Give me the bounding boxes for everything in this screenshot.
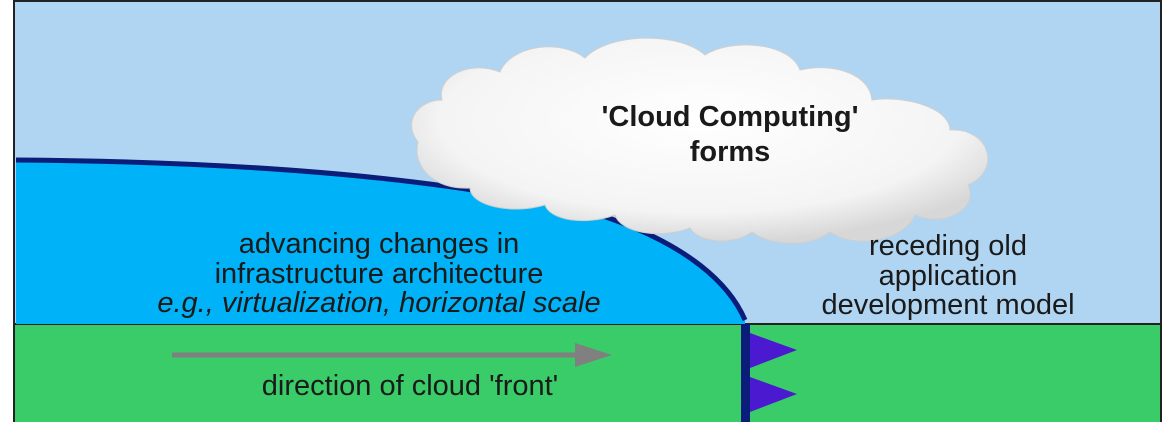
receding-line3: development model — [821, 289, 1075, 322]
receding-line1: receding old — [869, 230, 1027, 262]
direction-arrow-head — [575, 343, 612, 367]
front-boundary-bar — [741, 324, 750, 422]
receding-line2: application — [878, 259, 1018, 292]
cloud-shape — [411, 37, 989, 244]
ground-band — [14, 324, 1162, 422]
advancing-line1: advancing changes in — [238, 228, 520, 260]
receding-text: receding old application development mod… — [742, 230, 1154, 322]
cloud-title-line1: 'Cloud Computing' — [601, 101, 859, 133]
advancing-front-region — [16, 160, 745, 324]
advancing-line2: infrastructure architecture — [214, 257, 544, 290]
direction-label: direction of cloud 'front' — [261, 370, 559, 402]
cloud-title: 'Cloud Computing' forms — [470, 100, 990, 170]
advancing-example: e.g., virtualization, horizontal scale — [157, 287, 601, 320]
front-flag-upper — [750, 333, 797, 368]
front-flag-lower — [750, 377, 797, 412]
advancing-text: advancing changes in infrastructure arch… — [14, 228, 744, 320]
cloud-title-line2: forms — [689, 135, 771, 168]
